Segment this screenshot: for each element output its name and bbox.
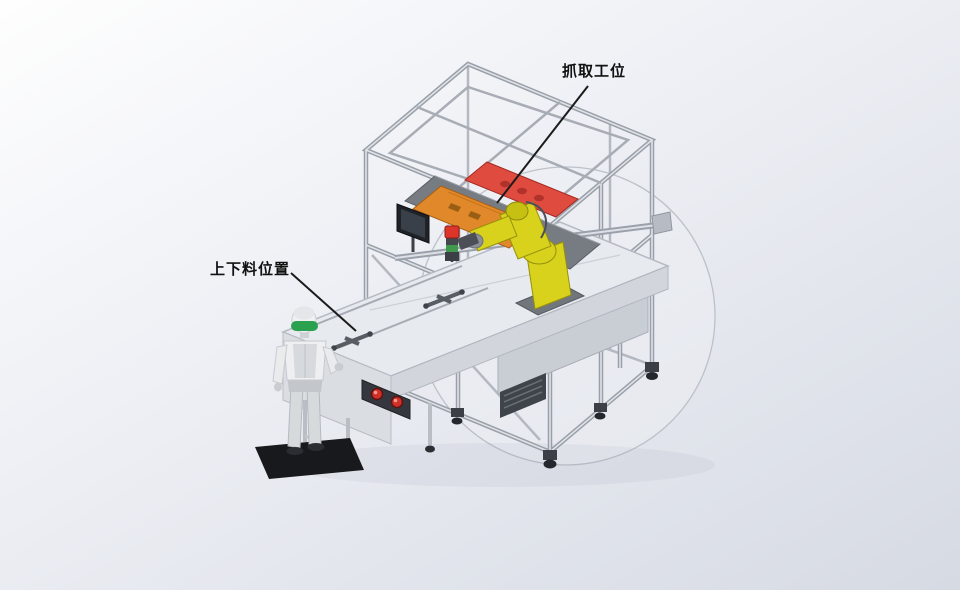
t-slot-1	[311, 265, 463, 327]
orange-fixture-part-2	[468, 211, 481, 220]
robot-gripper	[457, 232, 479, 250]
hmi-screen	[401, 209, 425, 238]
robot-elbow-joint	[505, 201, 529, 221]
helmet-top	[293, 306, 315, 320]
operator-right-shoe	[307, 443, 325, 451]
caster-front	[543, 459, 557, 469]
red-fixture-part-2	[517, 187, 527, 195]
vent-slats	[503, 379, 543, 409]
cross-knob	[423, 303, 429, 309]
operator-left-hand	[274, 382, 282, 392]
load-unload-label: 上下料位置	[210, 261, 291, 278]
deck-seam	[369, 254, 621, 311]
cross-short-axis	[344, 336, 360, 346]
foot-mid-left	[451, 408, 464, 417]
operator-figure	[255, 306, 364, 479]
hmi-panel	[396, 203, 430, 252]
anti-fatigue-mat	[255, 438, 364, 479]
foot-right	[645, 362, 659, 372]
caster-mid-right	[594, 412, 606, 420]
red-pushbutton-2	[390, 395, 404, 409]
caster-right	[646, 372, 658, 380]
caster-mid-left	[451, 417, 463, 425]
orange-fixture-part-1	[448, 203, 461, 212]
load-position-leader-line	[290, 272, 357, 332]
helmet-green-band	[291, 321, 318, 331]
vent-panel	[500, 373, 546, 418]
operator-left-arm	[272, 344, 288, 385]
operator-right-leg	[306, 385, 322, 445]
frame-feet	[451, 362, 659, 469]
cross-knob	[459, 289, 465, 295]
pushbutton-highlight-1	[373, 390, 378, 395]
red-fixture-part-3	[534, 194, 544, 202]
slot-cross-fixture-2	[423, 289, 465, 309]
cross-short-axis	[436, 294, 452, 304]
ground-shadow	[285, 443, 715, 487]
leader-lines	[290, 85, 589, 332]
table-caster-3	[425, 445, 435, 453]
operator-neck	[300, 330, 309, 338]
operator-right-hand	[334, 363, 344, 371]
operator-left-shoe	[286, 447, 304, 455]
rail-end-bracket	[651, 211, 673, 235]
grab-station-label: 抓取工位	[562, 63, 627, 80]
red-fixture-part-1	[500, 180, 510, 188]
operator-left-leg	[287, 385, 304, 449]
robot-arm	[457, 201, 586, 316]
pushbutton-highlight-2	[393, 398, 398, 403]
grab-station-leader-line	[496, 85, 589, 204]
tower-green-lamp	[446, 245, 458, 252]
foot-mid-right	[594, 403, 607, 412]
red-pushbutton-1	[370, 387, 384, 401]
signal-tower	[444, 225, 460, 262]
tower-red-lamp	[444, 225, 460, 239]
tower-base	[445, 252, 459, 261]
tower-mid-segment	[446, 238, 458, 245]
cross-knob	[367, 331, 373, 337]
foot-front	[543, 450, 557, 460]
robot-cable	[525, 201, 547, 239]
